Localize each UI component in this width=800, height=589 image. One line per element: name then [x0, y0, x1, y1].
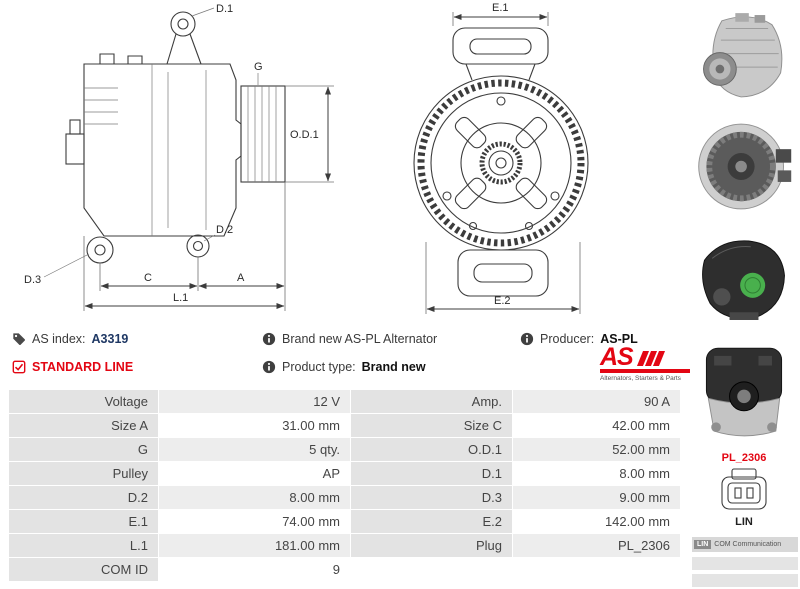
aspl-logo-text: AS — [600, 343, 634, 371]
spec-value: 9.00 mm — [512, 485, 681, 510]
spec-value: 9 — [158, 557, 351, 582]
producer-label: Producer: — [540, 332, 595, 346]
info-icon — [262, 360, 276, 374]
alternator-photo-silver-icon — [703, 13, 783, 98]
dim-label-l1: L.1 — [173, 292, 188, 304]
spec-label: G — [8, 437, 159, 462]
aspl-logo-bar — [600, 369, 690, 373]
product-photo-4[interactable] — [691, 338, 797, 448]
product-photo-2[interactable] — [691, 112, 797, 222]
spec-label — [350, 557, 513, 582]
dim-label-g: G — [254, 61, 263, 73]
as-index-value: A3319 — [91, 332, 129, 346]
product-description: Brand new AS-PL Alternator — [282, 332, 438, 346]
spec-label: Voltage — [8, 389, 159, 414]
product-type-label: Product type: — [282, 360, 356, 374]
connector-icon — [721, 468, 767, 510]
spec-value: 5 qty. — [158, 437, 351, 462]
spec-value: PL_2306 — [512, 533, 681, 558]
spec-value: 142.00 mm — [512, 509, 681, 534]
aspl-flag-icon — [636, 351, 665, 366]
product-type-value: Brand new — [361, 360, 426, 374]
front-view-drawing: E.1 E.2 — [413, 2, 589, 314]
spec-label: D.2 — [8, 485, 159, 510]
alternator-photo-black-icon — [702, 240, 785, 320]
dim-label-od1: O.D.1 — [290, 129, 319, 141]
tag-icon — [13, 333, 25, 345]
spec-label: Size C — [350, 413, 513, 438]
com-communication-row: LIN COM Communication — [692, 537, 798, 552]
spec-label: Pulley — [8, 461, 159, 486]
spec-label: O.D.1 — [350, 437, 513, 462]
info-icon — [520, 332, 534, 346]
empty-strip-1 — [692, 557, 798, 570]
info-icon — [262, 332, 276, 346]
dim-label-d2: D.2 — [216, 224, 233, 236]
dim-label-d1: D.1 — [216, 3, 233, 15]
spec-value — [512, 557, 681, 582]
checkbox-checked-icon — [12, 360, 26, 374]
spec-value: AP — [158, 461, 351, 486]
dim-label-c: C — [144, 272, 152, 284]
spec-value: 74.00 mm — [158, 509, 351, 534]
empty-strip-2 — [692, 574, 798, 587]
alternator-photo-rear-icon — [698, 123, 792, 210]
spec-label: L.1 — [8, 533, 159, 558]
standard-line-label: STANDARD LINE — [32, 360, 134, 374]
spec-value: 181.00 mm — [158, 533, 351, 558]
dim-label-e2: E.2 — [494, 295, 511, 307]
as-index-label: AS index: — [32, 332, 86, 346]
spec-label: E.2 — [350, 509, 513, 534]
plug-pin-label: LIN — [735, 516, 753, 528]
spec-label: Amp. — [350, 389, 513, 414]
com-communication-text: COM Communication — [714, 541, 782, 548]
product-description-item: Brand new AS-PL Alternator — [262, 330, 437, 348]
spec-label: Size A — [8, 413, 159, 438]
plug-name: PL_2306 — [721, 452, 767, 464]
spec-value: 52.00 mm — [512, 437, 681, 462]
aspl-logo-tagline: Alternators, Starters & Parts — [600, 375, 681, 382]
product-type-item: Product type: Brand new — [262, 358, 426, 376]
producer-value: AS-PL — [600, 332, 638, 346]
spec-value: 8.00 mm — [512, 461, 681, 486]
spec-label: COM ID — [8, 557, 159, 582]
dim-label-a: A — [237, 272, 245, 284]
spec-value: 8.00 mm — [158, 485, 351, 510]
lin-badge: LIN — [694, 540, 712, 549]
spec-value: 90 A — [512, 389, 681, 414]
dim-label-d3: D.3 — [24, 274, 41, 286]
standard-line-item[interactable]: STANDARD LINE — [12, 358, 133, 376]
spec-label: D.3 — [350, 485, 513, 510]
producer-item: Producer: AS-PL — [520, 330, 638, 348]
spec-value: 31.00 mm — [158, 413, 351, 438]
dim-label-e1: E.1 — [492, 2, 509, 14]
spec-label: Plug — [350, 533, 513, 558]
as-index-item: AS index: A3319 — [12, 330, 128, 348]
alternator-photo-front-icon — [705, 347, 783, 437]
product-photo-3[interactable] — [691, 226, 797, 334]
spec-value: 12 V — [158, 389, 351, 414]
product-photo-1[interactable] — [691, 4, 797, 108]
side-view-drawing: D.1 G O.D.1 D.2 — [24, 3, 334, 311]
spec-label: D.1 — [350, 461, 513, 486]
spec-label: E.1 — [8, 509, 159, 534]
spec-value: 42.00 mm — [512, 413, 681, 438]
aspl-logo: AS Alternators, Starters & Parts — [600, 343, 692, 382]
